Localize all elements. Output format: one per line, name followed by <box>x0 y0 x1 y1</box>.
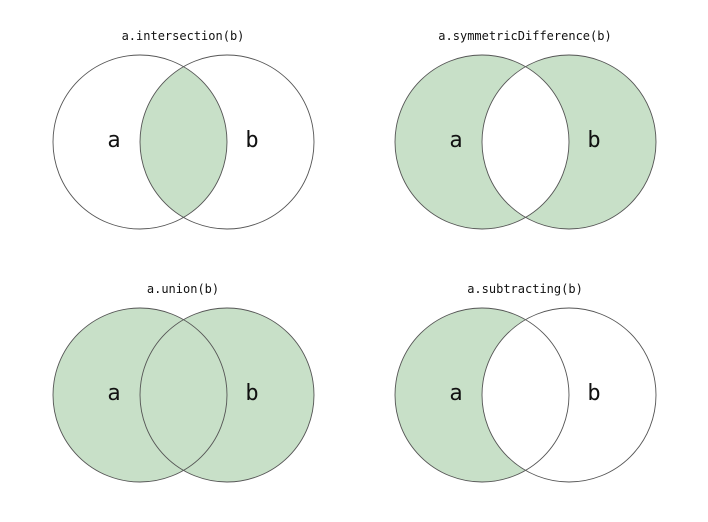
venn-subtracting: a.subtracting(b) a b <box>394 282 657 483</box>
diagram-title: a.symmetricDifference(b) <box>438 29 611 43</box>
set-b-circle <box>139 307 315 483</box>
set-a-circle <box>52 307 228 483</box>
set-a-label: a <box>449 128 462 153</box>
set-b-circle <box>139 54 315 230</box>
set-b-circle <box>481 307 657 483</box>
intersection-cutout <box>482 55 569 229</box>
set-b-label: b <box>587 128 600 153</box>
set-b-circle <box>481 54 657 230</box>
diagram-title: a.union(b) <box>147 282 219 296</box>
intersection-region <box>140 55 227 229</box>
set-b-label: b <box>587 381 600 406</box>
venn-union: a.union(b) a b <box>52 282 315 483</box>
set-a-label: a <box>107 128 120 153</box>
set-a-circle <box>52 54 228 230</box>
venn-symmetric-difference: a.symmetricDifference(b) a b <box>394 29 657 230</box>
set-a-circle <box>394 54 570 230</box>
set-a-label: a <box>107 381 120 406</box>
set-b-label: b <box>245 128 258 153</box>
set-b-label: b <box>245 381 258 406</box>
intersection-cutout <box>482 308 569 482</box>
set-a-circle <box>394 307 570 483</box>
diagram-title: a.subtracting(b) <box>467 282 583 296</box>
venn-intersection: a.intersection(b) a b <box>52 29 315 230</box>
set-a-label: a <box>449 381 462 406</box>
diagram-title: a.intersection(b) <box>122 29 245 43</box>
